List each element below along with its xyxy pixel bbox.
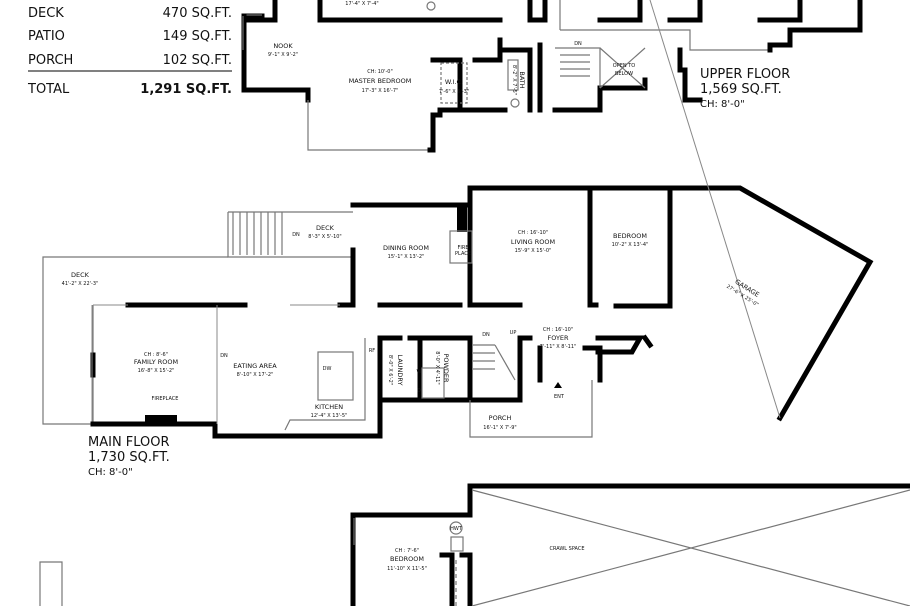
svg-text:16'-1" X 7'-9": 16'-1" X 7'-9" [483,425,516,431]
svg-text:ENT: ENT [554,394,565,400]
svg-text:D: D [417,388,421,394]
svg-text:149 SQ.FT.: 149 SQ.FT. [163,29,232,44]
svg-text:12'-4" X 13'-5": 12'-4" X 13'-5" [311,413,348,419]
svg-text:DECK: DECK [316,224,335,232]
svg-text:CH : 7'-6": CH : 7'-6" [395,548,419,554]
svg-text:LAUNDRY: LAUNDRY [396,355,404,386]
svg-text:UP: UP [510,330,517,336]
svg-text:CH : 16'-10": CH : 16'-10" [543,327,573,333]
svg-text:7'-11" X 8'-11": 7'-11" X 8'-11" [540,344,577,350]
svg-text:LIVING ROOM: LIVING ROOM [511,238,555,246]
svg-text:DN: DN [574,41,582,47]
svg-text:15'-9" X 15'-0": 15'-9" X 15'-0" [515,248,552,254]
svg-text:FIRE: FIRE [458,245,469,251]
svg-text:FIREPLACE: FIREPLACE [152,396,179,402]
svg-text:CRAWL SPACE: CRAWL SPACE [549,546,584,552]
svg-text:17'-3" X 16'-7": 17'-3" X 16'-7" [362,88,399,94]
svg-text:1,291 SQ.FT.: 1,291 SQ.FT. [140,82,232,97]
svg-text:10'-2" X 13'-4": 10'-2" X 13'-4" [612,242,649,248]
svg-text:CH : 16'-10": CH : 16'-10" [518,230,548,236]
svg-text:PORCH: PORCH [489,414,512,422]
svg-text:CH: 10'-0": CH: 10'-0" [367,69,393,75]
svg-text:8'-10" X 17'-2": 8'-10" X 17'-2" [237,372,274,378]
svg-text:FOYER: FOYER [547,334,569,342]
svg-text:NOOK: NOOK [273,42,293,50]
svg-text:BATH: BATH [518,71,526,88]
upper-floor-area: 1,569 SQ.FT. [700,82,782,97]
svg-text:102 SQ.FT.: 102 SQ.FT. [163,53,232,68]
svg-text:TOTAL: TOTAL [27,82,70,97]
svg-text:8'-0" X 4'-11": 8'-0" X 4'-11" [434,351,440,384]
svg-text:CH : 8'-6": CH : 8'-6" [144,352,168,358]
svg-text:15'-1" X 13'-2": 15'-1" X 13'-2" [388,254,425,260]
svg-text:CH: 8'-0": CH: 8'-0" [700,99,745,110]
svg-text:KITCHEN: KITCHEN [315,403,343,411]
svg-text:PLACE: PLACE [455,251,471,257]
svg-text:PORCH: PORCH [28,53,73,68]
svg-text:W.I.C.: W.I.C. [445,78,463,86]
svg-text:DN: DN [220,353,228,359]
svg-text:POWDER: POWDER [442,353,450,383]
svg-text:FAMILY ROOM: FAMILY ROOM [134,358,178,366]
upper-floor-labels: 17'-4" X 7'-4" NOOK 9'-1" X 9'-2" CH: 10… [268,1,790,110]
svg-text:BELOW: BELOW [615,71,633,77]
svg-text:CH: 8'-0": CH: 8'-0" [88,467,133,478]
svg-text:17'-4" X 7'-4": 17'-4" X 7'-4" [345,1,378,7]
svg-text:16'-8" X 15'-2": 16'-8" X 15'-2" [138,368,175,374]
svg-text:8'-3" X 5'-10": 8'-3" X 5'-10" [308,234,341,240]
svg-text:OPEN TO: OPEN TO [613,63,635,69]
svg-text:11'-10" X 11'-5": 11'-10" X 11'-5" [387,566,427,572]
svg-text:PATIO: PATIO [28,29,65,44]
svg-text:MASTER BEDROOM: MASTER BEDROOM [349,77,412,85]
svg-text:DINING ROOM: DINING ROOM [383,244,429,252]
main-floor-walls [42,0,874,439]
svg-text:8'-0" X 6'-2": 8'-0" X 6'-2" [387,355,393,385]
lower-floor-labels: CH : 7'-6" BEDROOM 11'-10" X 11'-5" HWT … [387,526,584,572]
svg-text:EATING AREA: EATING AREA [233,362,277,370]
upper-floor-walls [241,0,863,153]
svg-text:BEDROOM: BEDROOM [390,555,424,563]
svg-text:W: W [417,369,422,375]
upper-floor-title: UPPER FLOOR [700,67,790,82]
svg-text:HWT: HWT [450,526,463,532]
svg-text:DECK: DECK [28,6,64,21]
svg-text:RF: RF [369,348,375,354]
main-floor-area: 1,730 SQ.FT. [88,450,170,465]
svg-text:DN: DN [482,332,490,338]
svg-text:DW: DW [323,366,332,372]
svg-text:7'-6" X 6'-3": 7'-6" X 6'-3" [439,89,469,95]
svg-text:9'-1" X 9'-2": 9'-1" X 9'-2" [268,52,298,58]
svg-text:DECK: DECK [71,271,90,279]
main-floor-labels: DECK 41'-2" X 22'-3" DECK 8'-3" X 5'-10"… [62,224,761,478]
area-summary: DECK 470 SQ.FT. PATIO 149 SQ.FT. PORCH 1… [27,6,232,97]
svg-text:8'-2" X 7'-5": 8'-2" X 7'-5" [511,65,517,95]
lower-floor-walls [39,483,910,606]
svg-text:470 SQ.FT.: 470 SQ.FT. [163,6,232,21]
svg-text:DN: DN [292,232,300,238]
svg-text:41'-2" X 22'-3": 41'-2" X 22'-3" [62,281,99,287]
main-floor-title: MAIN FLOOR [88,435,170,450]
svg-text:BEDROOM: BEDROOM [613,232,647,240]
